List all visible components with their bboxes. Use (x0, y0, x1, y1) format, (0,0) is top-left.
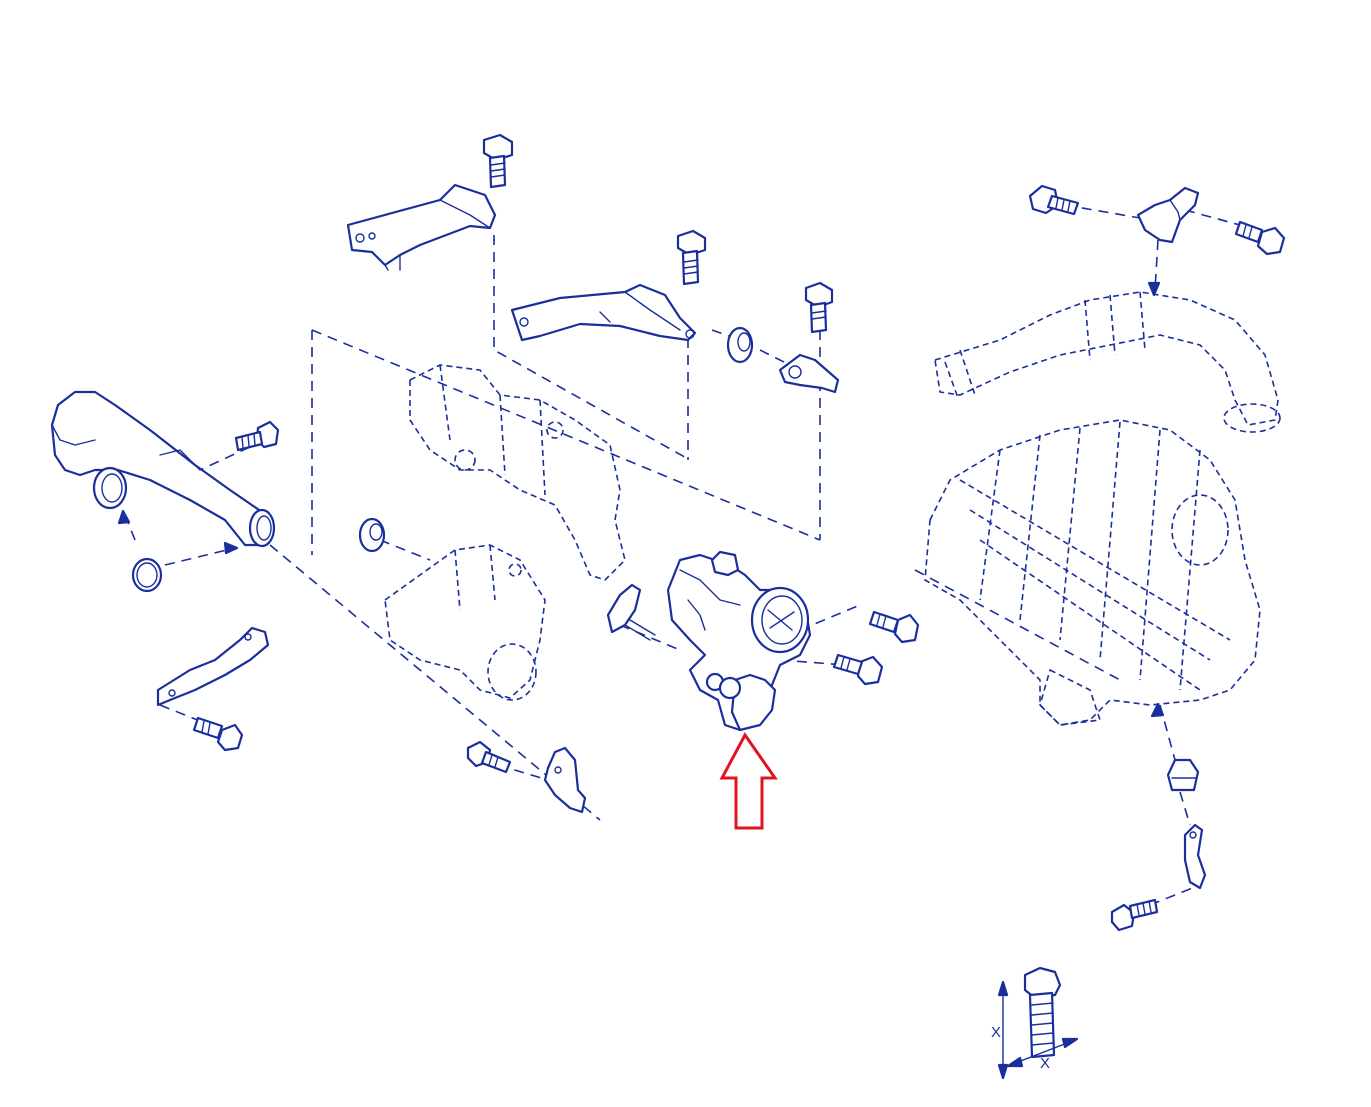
bolt-top-right (804, 281, 834, 334)
bolt-left-upper (234, 420, 280, 452)
grommet-left (358, 517, 386, 553)
bracket-upper-middle (510, 283, 697, 342)
dimension-label-vertical: X (991, 1024, 1001, 1041)
clip-lower-right (1183, 823, 1207, 890)
o-ring-left (131, 557, 163, 593)
clip-upper-right (778, 353, 840, 394)
bolt-right-upper-b (1234, 220, 1286, 256)
bolt-throttle-upper (868, 610, 920, 644)
bolt-lower-center (466, 740, 512, 774)
bolt-throttle-lower (832, 653, 884, 686)
ghost-intake-manifold (924, 419, 1261, 726)
bolt-lower-left (192, 716, 244, 752)
ghost-intake-hose (934, 291, 1281, 433)
bracket-right-upper (1136, 186, 1200, 244)
bracket-lower-left (156, 626, 270, 707)
dimension-label-horizontal: X (1040, 1055, 1050, 1072)
ghost-egr-valve (384, 544, 546, 701)
ghost-egr-housing (409, 364, 626, 581)
intake-tube-left (50, 390, 276, 548)
bracket-upper-left (346, 183, 497, 271)
bolt-top-middle (676, 229, 707, 286)
bolt-lower-right (1110, 898, 1159, 932)
assembly-leader-lines (124, 204, 1241, 906)
leader-arrowheads (117, 281, 1165, 718)
bolt-right-upper-a (1028, 184, 1080, 216)
sensor-bracket (606, 583, 656, 641)
clip-lower-center (543, 746, 587, 814)
sensor-lower-right (1166, 758, 1200, 792)
bolt-dimension-detail: X X (991, 966, 1079, 1080)
throttle-body (666, 550, 812, 732)
bolt-top-left (482, 133, 514, 189)
grommet-upper (726, 326, 754, 364)
highlight-callout-arrow (719, 732, 778, 830)
